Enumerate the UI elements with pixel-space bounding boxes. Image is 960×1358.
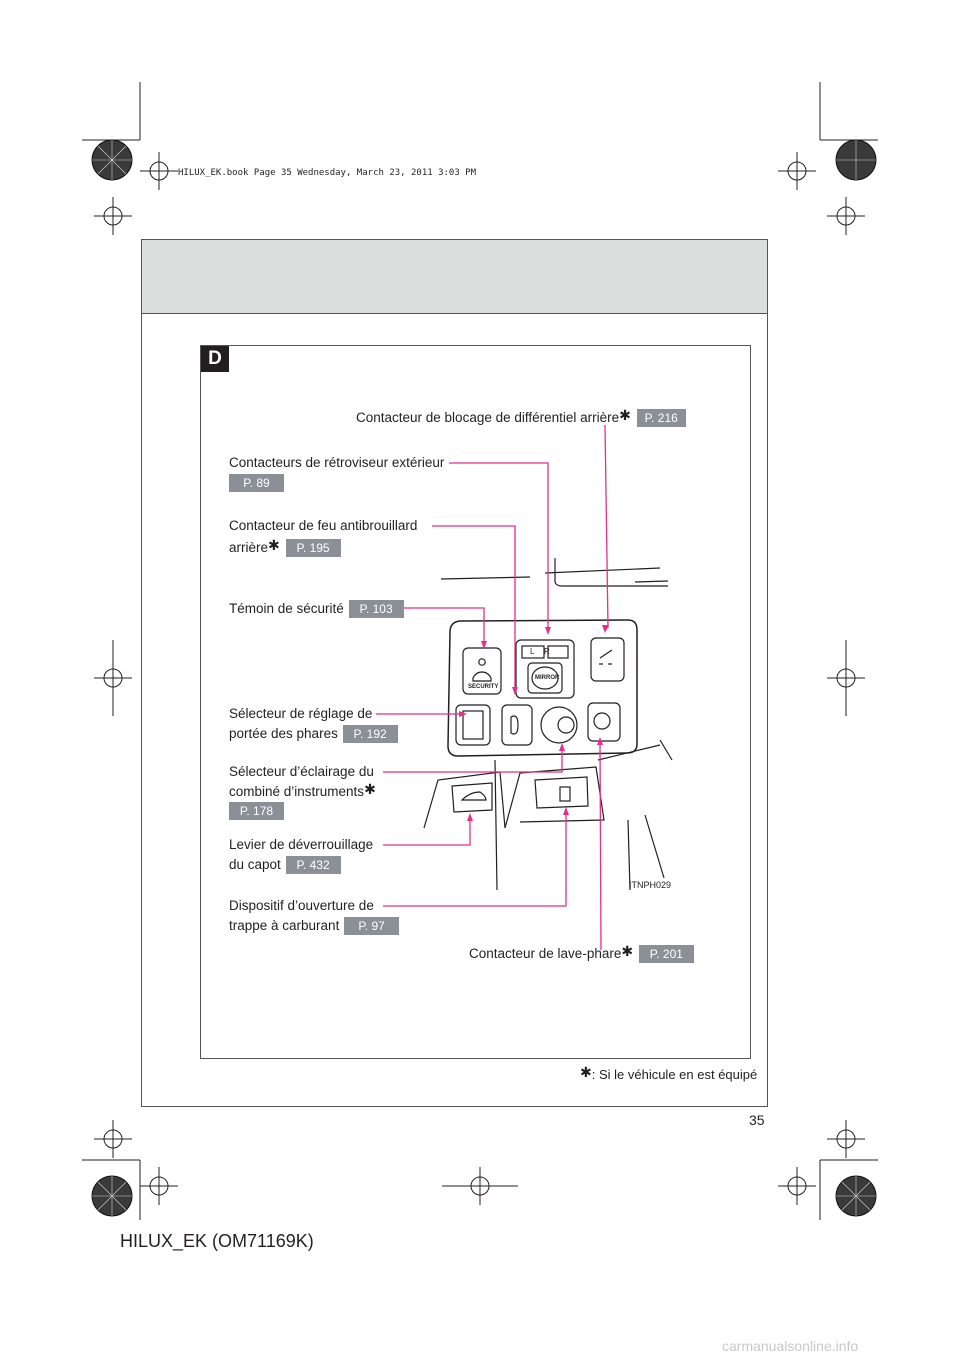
mirror-label-text: Contacteurs de rétroviseur extérieur — [229, 455, 445, 470]
mirror-l-text: L — [530, 647, 535, 656]
section-tag: D — [201, 346, 229, 372]
equipped-star-icon: ✱ — [364, 781, 376, 797]
mirror-r-text: R — [544, 647, 550, 656]
equipped-star-icon: ✱ — [268, 537, 280, 553]
fog-label-line1: Contacteur de feu antibrouillard — [229, 518, 418, 533]
ref-mirror-wrap: P. 89 — [229, 474, 284, 492]
footnote: ✱: Si le véhicule en est équipé — [580, 1064, 758, 1083]
registration-mark-tl — [140, 152, 178, 190]
label-fog-line2: arrière✱ P. 195 — [229, 537, 341, 558]
ref-leveling[interactable]: P. 192 — [342, 725, 398, 743]
header-band — [142, 240, 767, 314]
ref-fuel[interactable]: P. 97 — [344, 917, 400, 935]
illustration-panel — [200, 345, 751, 1059]
photo-code: ITNPH029 — [629, 880, 672, 890]
mirror-switch-text: MIRROR — [535, 675, 560, 681]
ref-hood[interactable]: P. 432 — [285, 856, 341, 874]
equipped-star-icon: ✱ — [580, 1064, 592, 1080]
book-stamp: HILUX_EK.book Page 35 Wednesday, March 2… — [178, 168, 477, 178]
ref-diff-lock[interactable]: P. 216 — [636, 409, 686, 427]
label-fuel-line2: trappe à carburant P. 97 — [229, 916, 400, 936]
ref-mirror[interactable]: P. 89 — [229, 474, 284, 492]
footnote-text: : Si le véhicule en est équipé — [591, 1067, 758, 1082]
cluster-label-line2-text: combiné d’instruments — [229, 784, 365, 799]
page-frame — [141, 239, 768, 1107]
hood-label-line1: Levier de déverrouillage — [229, 837, 374, 852]
fuel-label-line1: Dispositif d’ouverture de — [229, 898, 374, 913]
equipped-star-icon: ✱ — [619, 407, 631, 423]
label-cluster-line2: combiné d’instruments✱ — [229, 781, 376, 802]
watermark: carmanualsonline.info — [722, 1338, 859, 1354]
label-security: Témoin de sécurité P. 103 — [229, 599, 404, 619]
security-label-text: Témoin de sécurité — [229, 601, 344, 616]
diff-lock-text: Contacteur de blocage de différentiel ar… — [356, 410, 620, 425]
label-hood-line2: du capot P. 432 — [229, 855, 341, 875]
fuel-label-line2-text: trappe à carburant — [229, 918, 340, 933]
fog-label-line2-text: arrière — [229, 540, 269, 555]
document-id: HILUX_EK (OM71169K) — [120, 1231, 314, 1251]
security-switch-text: SECURITY — [468, 684, 499, 690]
page-number: 35 — [749, 1112, 765, 1128]
leveling-label-line1: Sélecteur de réglage de — [229, 706, 373, 721]
leveling-label-line2-text: portée des phares — [229, 726, 338, 741]
equipped-star-icon: ✱ — [621, 943, 634, 959]
ref-fog[interactable]: P. 195 — [285, 539, 341, 557]
washer-label-text: Contacteur de lave-phare — [469, 946, 622, 961]
cluster-label-line1: Sélecteur d’éclairage du — [229, 764, 374, 779]
label-leveling-line2: portée des phares P. 192 — [229, 724, 398, 744]
label-diff-lock: Contacteur de blocage de différentiel ar… — [356, 407, 686, 428]
label-washer: Contacteur de lave-phare✱ P. 201 — [469, 943, 694, 964]
ref-cluster-wrap: P. 178 — [229, 802, 284, 820]
ref-cluster[interactable]: P. 178 — [229, 802, 284, 820]
hood-label-line2-text: du capot — [229, 857, 281, 872]
ref-washer[interactable]: P. 201 — [638, 945, 694, 963]
ref-security[interactable]: P. 103 — [348, 600, 404, 618]
